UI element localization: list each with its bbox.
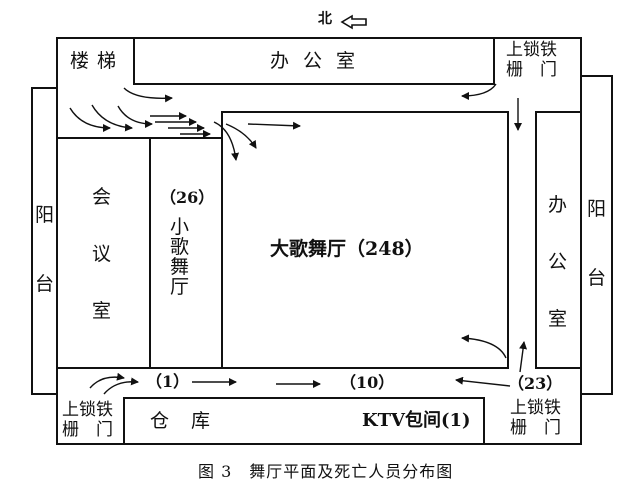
warehouse-ktv-wall [123, 397, 485, 445]
flow-arrow [461, 334, 507, 359]
balcony-right-label: 阳 台 [587, 200, 606, 288]
balcony-right-char: 阳 [587, 198, 607, 220]
north-label: 北 [318, 11, 332, 27]
ktv-label: KTV包间(1) [362, 410, 471, 431]
office-top-label: 办公室 [270, 50, 370, 72]
flow-arrow [461, 83, 497, 100]
office-top-wall [133, 37, 495, 85]
north-arrow-icon [340, 14, 367, 30]
meeting-room-label: 会 议 室 [92, 188, 111, 321]
corridor-count-23: （23） [508, 374, 563, 393]
meeting-room-char: 议 [92, 243, 112, 265]
small-hall-label: 小 歌 舞 厅 [170, 216, 190, 298]
flow-arrow [455, 376, 511, 387]
meeting-room-char: 室 [92, 300, 112, 322]
flow-arrow [89, 372, 125, 389]
meeting-room-char: 会 [92, 186, 112, 208]
stairs-label: 楼梯 [70, 50, 125, 72]
main-hall-wall [221, 111, 509, 369]
flow-arrow [247, 121, 301, 130]
warehouse-label: 仓 库 [150, 410, 219, 432]
flow-arrow [103, 377, 139, 395]
balcony-left-char: 台 [35, 273, 55, 295]
office-right-wall [535, 111, 582, 369]
flow-arrow [225, 123, 257, 149]
main-hall-label: 大歌舞厅（248） [270, 238, 424, 260]
small-hall-char: 小 [170, 216, 190, 238]
office-right-char: 公 [548, 251, 568, 273]
locked-gate-bottom-right-line1: 上锁铁 [510, 398, 561, 418]
office-right-char: 办 [548, 194, 568, 216]
locked-gate-top-right-line2: 栅 门 [506, 60, 557, 80]
balcony-left-label: 阳 台 [35, 206, 54, 294]
office-right-label: 办 公 室 [548, 196, 567, 329]
balcony-right-char: 台 [587, 267, 607, 289]
balcony-left-char: 阳 [35, 204, 55, 226]
flow-arrow [91, 104, 133, 132]
locked-gate-bottom-right-line2: 栅 门 [510, 418, 561, 438]
office-right-char: 室 [548, 308, 568, 330]
locked-gate-bottom-left-line1: 上锁铁 [62, 400, 113, 420]
corridor-count-1: （1） [146, 372, 190, 391]
flow-arrow [117, 105, 153, 128]
locked-gate-top-right-line1: 上锁铁 [506, 40, 557, 60]
corridor-count-10: （10） [340, 373, 395, 392]
flow-arrow [213, 121, 240, 161]
escape-arrows [69, 83, 528, 395]
flow-arrow [69, 107, 111, 132]
small-hall-char: 厅 [170, 275, 190, 298]
flow-arrow [519, 341, 528, 373]
small-hall-char: 舞 [170, 255, 190, 278]
flow-arrow [123, 87, 173, 103]
small-hall-count: （26） [160, 188, 215, 207]
small-hall-char: 歌 [170, 235, 190, 258]
figure-caption: 图 3 舞厅平面及死亡人员分布图 [198, 462, 454, 481]
locked-gate-bottom-left-line2: 栅 门 [62, 420, 113, 440]
